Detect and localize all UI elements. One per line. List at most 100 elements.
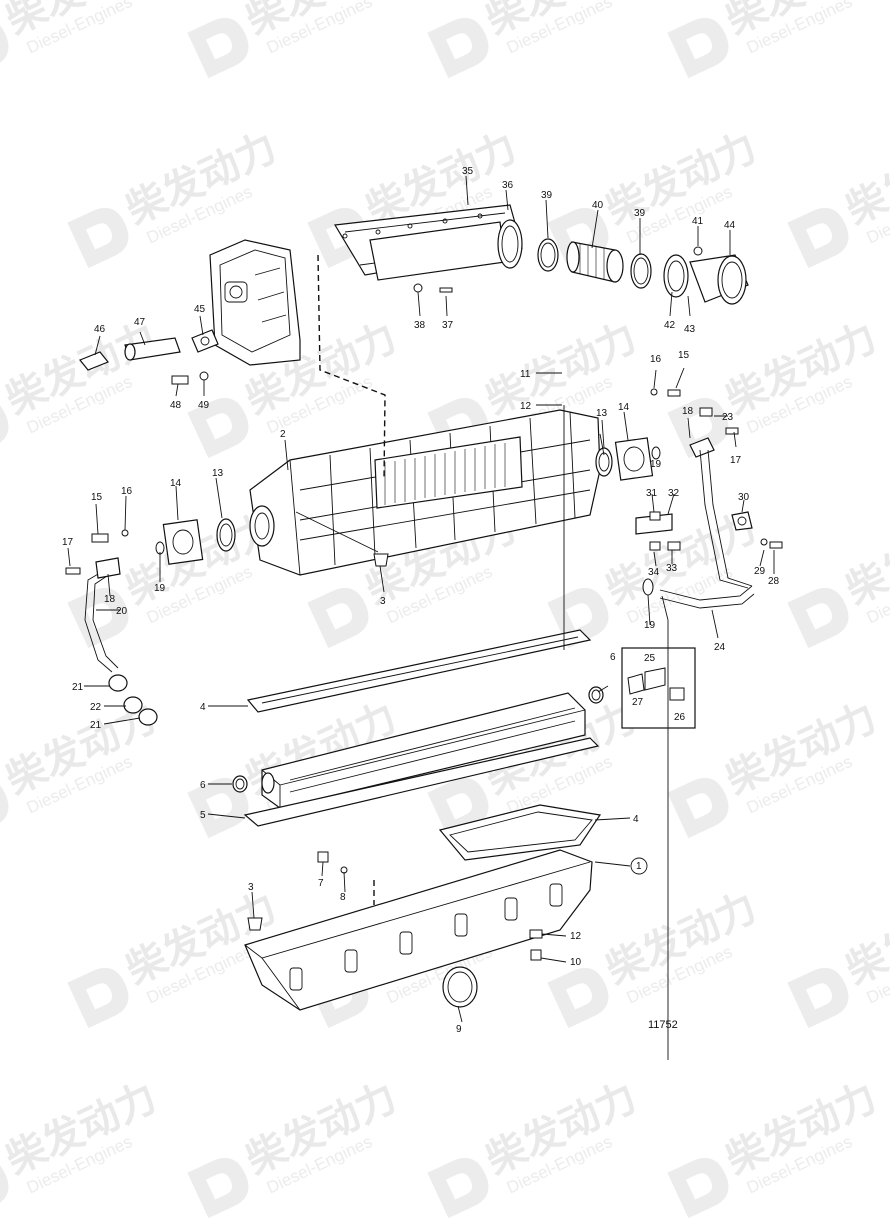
callout-12: 12 [520, 401, 532, 412]
callout-36: 36 [502, 180, 514, 191]
flanges-and-rings [91, 437, 661, 565]
callout-19c: 19 [644, 620, 656, 631]
engine-block-fragment [209, 239, 301, 366]
callout-2: 2 [280, 429, 286, 440]
callout-34: 34 [648, 567, 660, 578]
pipe-system-right [635, 388, 783, 609]
callout-14: 14 [618, 402, 630, 413]
lower-housing-1 [244, 849, 593, 1011]
callout-45: 45 [194, 304, 206, 315]
callout-39b: 39 [634, 208, 646, 219]
callout-35: 35 [462, 166, 474, 177]
callout-20: 20 [116, 606, 128, 617]
callout-4: 4 [200, 702, 206, 713]
callout-12b: 12 [570, 931, 582, 942]
callout-41: 41 [692, 216, 704, 227]
callout-18b: 18 [104, 594, 116, 605]
callout-16b: 16 [121, 486, 133, 497]
callout-17b: 17 [62, 537, 74, 548]
callout-6: 6 [610, 652, 616, 663]
cooler-insert-5 [232, 686, 604, 809]
callout-16: 16 [650, 354, 662, 365]
watermark-logo-icon [667, 1157, 729, 1219]
hoses-and-clamps [413, 238, 749, 305]
callout-15: 15 [678, 350, 690, 361]
callout-26: 26 [674, 712, 686, 723]
callout-47: 47 [134, 317, 146, 328]
gasket-lower-4 [438, 804, 602, 861]
pipe-system-left [65, 557, 158, 726]
watermark-logo-icon [187, 1157, 249, 1219]
callout-42: 42 [664, 320, 676, 331]
gasket-5-plate [243, 737, 600, 827]
watermark-logo-icon [667, 777, 729, 839]
callout-32: 32 [668, 488, 680, 499]
callout-48: 48 [170, 400, 182, 411]
callout-19: 19 [650, 459, 662, 470]
callout-3: 3 [380, 596, 386, 607]
callout-23: 23 [722, 412, 734, 423]
watermark-logo-icon [427, 1157, 489, 1219]
callout-49: 49 [198, 400, 210, 411]
callout-38: 38 [414, 320, 426, 331]
callout-22: 22 [90, 702, 102, 713]
left-fittings [79, 329, 219, 385]
callout-7: 7 [318, 878, 324, 889]
callout-21b: 21 [90, 720, 102, 731]
watermark-logo-icon [667, 397, 729, 459]
callout-37: 37 [442, 320, 454, 331]
callout-11: 11 [520, 369, 531, 380]
callout-44: 44 [724, 220, 736, 231]
callout-25: 25 [644, 653, 656, 664]
callout-6b: 6 [200, 780, 206, 791]
callout-29: 29 [754, 566, 766, 577]
watermark-logo-icon [187, 17, 249, 79]
callout-8: 8 [340, 892, 346, 903]
callout-39: 39 [541, 190, 553, 201]
watermark-logo-icon [667, 17, 729, 79]
watermark-brand-cn: 柴发动力 [839, 124, 890, 233]
dashed-assembly-lines [317, 254, 386, 905]
callout-14b: 14 [170, 478, 182, 489]
callout-1-circle [630, 857, 648, 875]
watermark-logo-icon [67, 587, 129, 649]
callout-21: 21 [72, 682, 84, 693]
callout-24: 24 [714, 642, 726, 653]
watermark-logo-icon [187, 397, 249, 459]
callout-5: 5 [200, 810, 206, 821]
watermark-logo-icon [187, 777, 249, 839]
callout-18: 18 [682, 406, 694, 417]
callout-17: 17 [730, 455, 742, 466]
watermark-logo-icon [427, 17, 489, 79]
leader-lines [67, 175, 775, 1060]
callout-30: 30 [738, 492, 750, 503]
callout-labels: 35 36 39 40 39 41 44 42 43 38 37 45 46 4… [62, 166, 780, 1035]
callout-4b: 4 [633, 814, 639, 825]
outlet-elbow-36 [334, 204, 523, 281]
callout-1: 1 [636, 861, 642, 872]
watermark-brand-cn: 柴发动力 [839, 504, 890, 613]
callout-27: 27 [632, 697, 644, 708]
callout-3b: 3 [248, 882, 254, 893]
watermark-logo-icon [787, 207, 849, 269]
callout-9: 9 [456, 1024, 462, 1035]
callout-10: 10 [570, 957, 582, 968]
inset-box-25-27 [621, 647, 696, 729]
watermark-logo-icon [787, 587, 849, 649]
callout-43: 43 [684, 324, 696, 335]
callout-15b: 15 [91, 492, 103, 503]
figure-reference-number: 11752 [648, 1019, 678, 1031]
